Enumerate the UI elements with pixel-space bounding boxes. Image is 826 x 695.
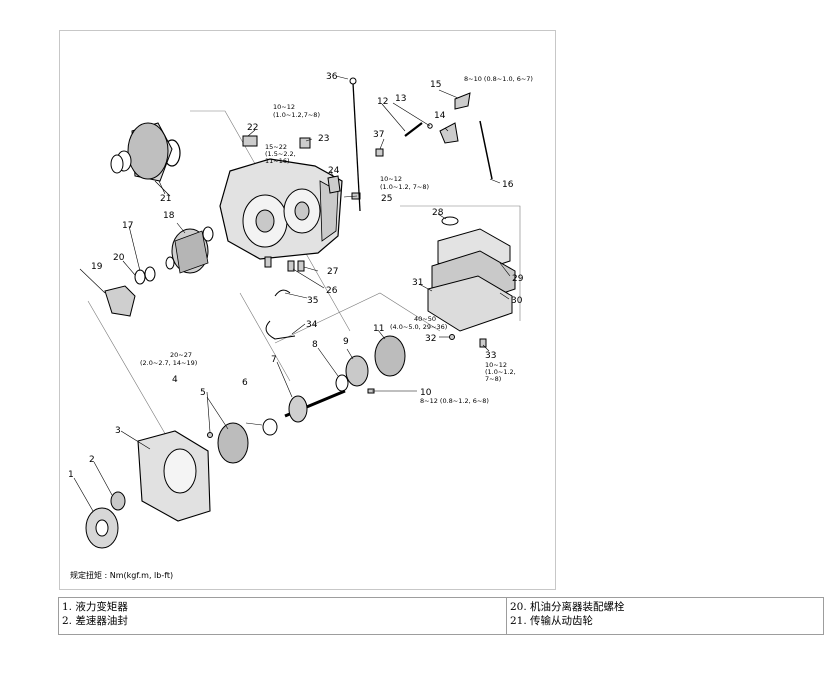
transfer-driven-gear	[110, 122, 181, 197]
callout-14: 14	[434, 111, 446, 121]
callout-23: 23	[318, 134, 329, 144]
torque-spec-23-b: (1.5~2.2,	[265, 150, 296, 158]
torque-spec-25-b: (1.0~1.2, 7~8)	[380, 183, 429, 191]
callout-5: 5	[200, 388, 206, 398]
callout-21: 21	[160, 194, 171, 204]
callout-22: 22	[247, 123, 258, 133]
torque-spec-25-a: 10~12	[380, 175, 402, 183]
callout-33: 33	[485, 351, 496, 361]
torque-spec-22-b: (1.0~1.2,7~8)	[273, 111, 320, 119]
differential-assembly	[165, 226, 214, 274]
torque-spec-22-a: 10~12	[273, 103, 295, 111]
callout-25: 25	[381, 194, 392, 204]
callout-17: 17	[122, 221, 133, 231]
callout-19: 19	[91, 262, 103, 272]
legend-item-2: 2. 差速器油封	[62, 615, 128, 627]
callout-2: 2	[89, 455, 95, 465]
callout-30: 30	[511, 296, 523, 306]
legend-item-20: 20. 机油分离器装配螺栓	[510, 601, 625, 613]
legend-item-21: 21. 传输从动齿轮	[510, 615, 594, 627]
callout-32: 32	[425, 334, 436, 344]
torque-spec-11-a: 40~50	[414, 315, 436, 323]
table-row: 1. 液力变矩器 2. 差速器油封 20. 机油分离器装配螺栓 21. 传输从动…	[58, 597, 824, 635]
callout-15: 15	[430, 80, 441, 90]
callout-16: 16	[502, 180, 514, 190]
callout-13: 13	[395, 94, 406, 104]
callout-11: 11	[373, 324, 384, 334]
callout-18: 18	[163, 211, 175, 221]
callout-3: 3	[115, 426, 121, 436]
torque-spec-33-b: (1.0~1.2,	[485, 368, 516, 376]
torque-spec-15: 8~10 (0.8~1.0, 6~7)	[464, 75, 533, 83]
torque-spec-10: 8~12 (0.8~1.2, 6~8)	[420, 397, 489, 405]
callout-27: 27	[327, 267, 338, 277]
callout-31: 31	[412, 278, 423, 288]
valve-body-stack	[427, 216, 516, 332]
callout-36: 36	[326, 72, 338, 82]
transaxle-exploded-diagram: 36 15 8~10 (0.8~1.0, 6~7) 13 12 14 10~12…	[68, 72, 533, 549]
legend-left-cell: 1. 液力变矩器 2. 差速器油封	[58, 597, 507, 635]
callout-12: 12	[377, 97, 388, 107]
callout-34: 34	[306, 320, 318, 330]
callout-7: 7	[271, 355, 277, 365]
callout-37: 37	[373, 130, 384, 140]
exploded-view-figure: 36 15 8~10 (0.8~1.0, 6~7) 13 12 14 10~12…	[59, 30, 556, 590]
callout-10: 10	[420, 388, 432, 398]
callout-9: 9	[343, 337, 349, 347]
callout-6: 6	[242, 378, 248, 388]
callout-20: 20	[113, 253, 125, 263]
torque-spec-4-b: (2.0~2.7, 14~19)	[140, 359, 197, 367]
torque-spec-23-c: 11~16)	[265, 157, 290, 165]
legend-right-cell: 20. 机油分离器装配螺栓 21. 传输从动齿轮	[506, 597, 824, 635]
callout-1: 1	[68, 470, 74, 480]
torque-spec-4-a: 20~27	[170, 351, 192, 359]
output-shaft	[284, 389, 346, 423]
callout-4: 4	[172, 375, 178, 385]
legend-item-1: 1. 液力变矩器	[62, 601, 128, 613]
torque-spec-11-b: (4.0~5.0, 29~36)	[390, 323, 447, 331]
torque-unit-footnote: 规定扭矩 : Nm(kgf.m, lb-ft)	[70, 571, 174, 580]
callout-24: 24	[328, 166, 340, 176]
callout-8: 8	[312, 340, 318, 350]
torque-spec-33-c: 7~8)	[485, 375, 501, 383]
callout-35: 35	[307, 296, 318, 306]
callout-29: 29	[512, 274, 524, 284]
callout-26: 26	[326, 286, 338, 296]
torque-spec-33-a: 10~12	[485, 361, 507, 369]
transaxle-case	[219, 158, 343, 260]
torque-spec-23-a: 15~22	[265, 143, 287, 151]
callout-28: 28	[432, 208, 444, 218]
parts-legend-table: 1. 液力变矩器 2. 差速器油封 20. 机油分离器装配螺栓 21. 传输从动…	[58, 597, 824, 635]
